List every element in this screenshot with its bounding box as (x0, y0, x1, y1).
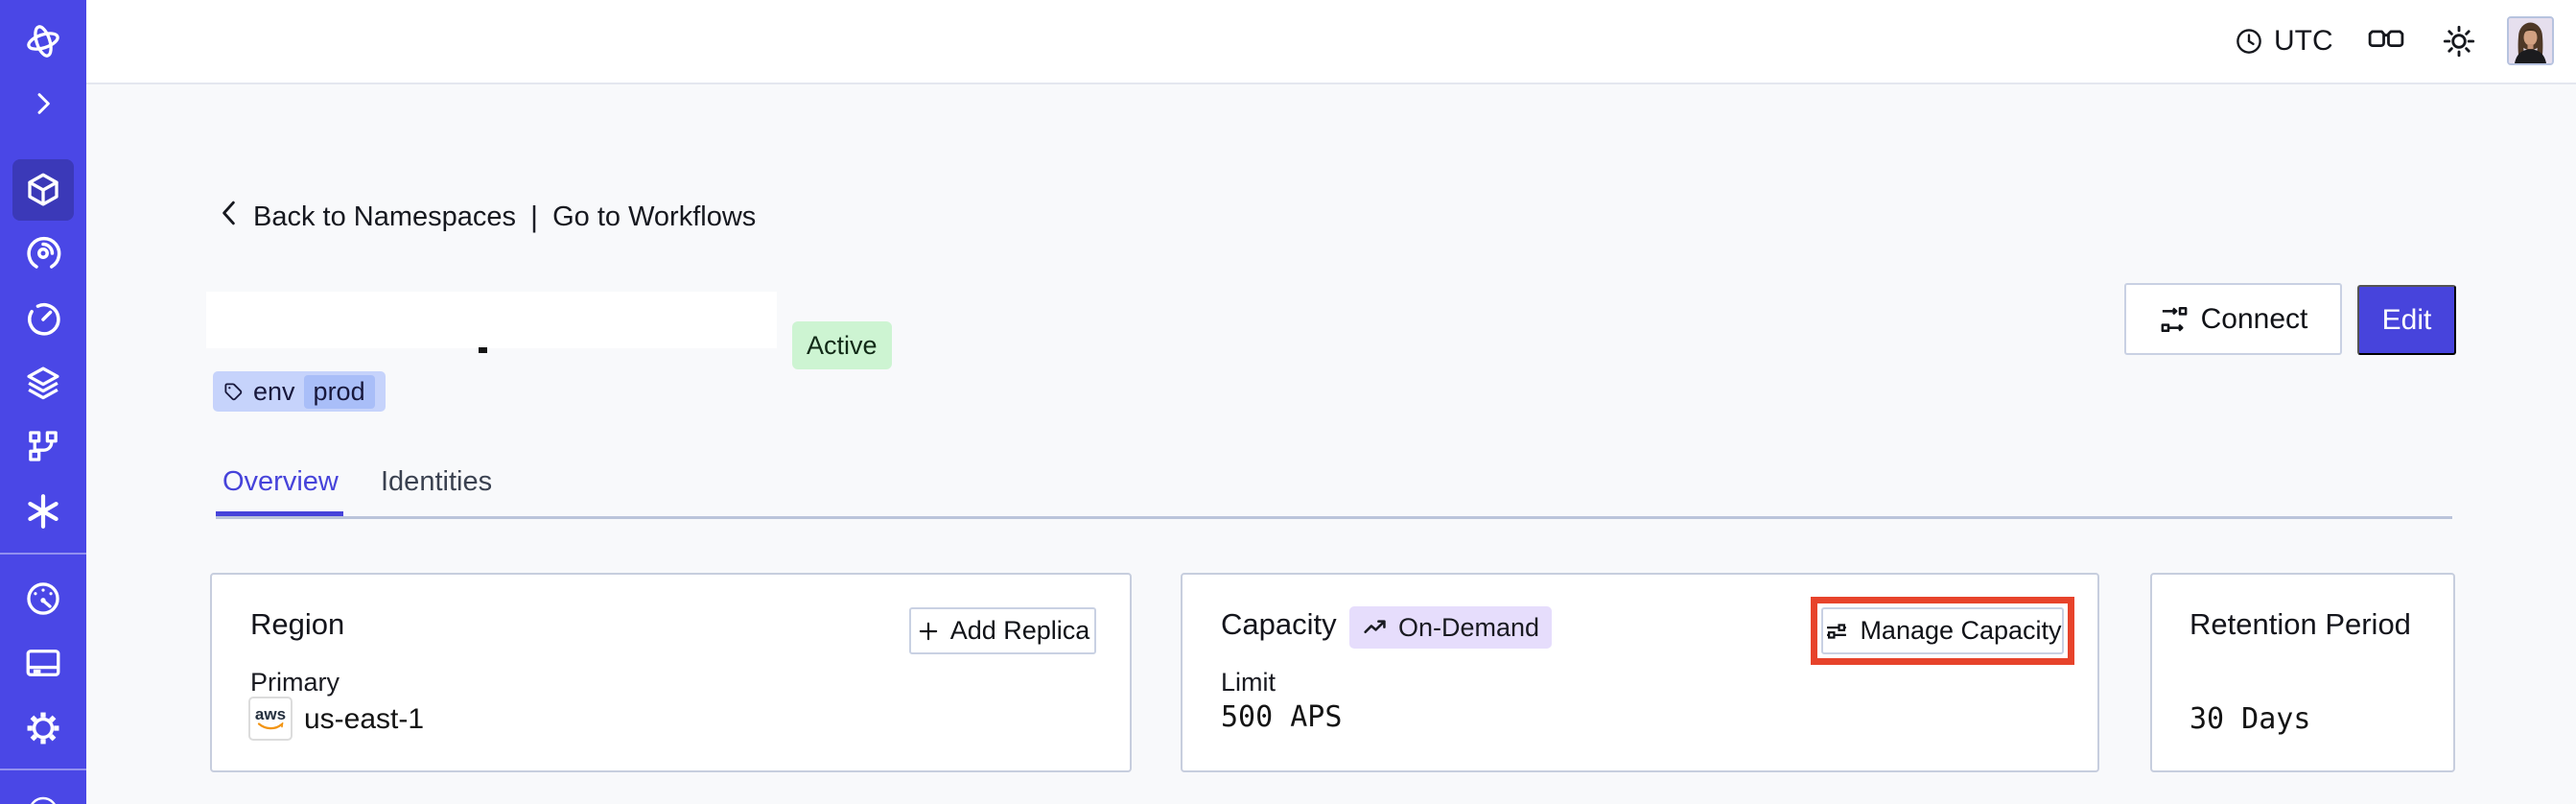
user-avatar[interactable] (2507, 16, 2554, 65)
tag-key: env (253, 376, 295, 406)
redaction-artifact (479, 347, 487, 353)
clock-icon (2236, 29, 2261, 54)
chevron-right-icon (37, 93, 50, 114)
on-demand-label: On-Demand (1398, 612, 1540, 642)
add-replica-label: Add Replica (949, 616, 1090, 645)
region-primary-label: Primary (250, 668, 340, 697)
schedules-clock-icon (28, 302, 60, 336)
plus-icon (919, 622, 937, 640)
avatar-image (2509, 18, 2552, 63)
timezone-button[interactable] (2235, 27, 2263, 60)
namespace-title-redacted (206, 292, 777, 348)
retention-card (2150, 573, 2455, 772)
edit-button-label: Edit (2381, 303, 2432, 336)
breadcrumb-back-link[interactable]: Back to Namespaces (253, 201, 517, 232)
manage-capacity-label: Manage Capacity (1860, 616, 2062, 645)
connect-button-label: Connect (2200, 302, 2308, 335)
sidebar (0, 0, 86, 804)
sidebar-item-support[interactable] (24, 791, 62, 804)
usage-gauge-icon (27, 582, 59, 615)
billing-card-icon (26, 650, 60, 676)
theme-toggle[interactable] (2442, 24, 2476, 63)
timezone-label[interactable]: UTC (2274, 25, 2333, 57)
sidebar-item-deployments[interactable] (0, 356, 86, 410)
retention-value: 30 Days (2190, 702, 2311, 736)
trending-up-icon (1364, 619, 1386, 633)
nexus-spiral-icon (27, 236, 61, 269)
status-badge-label: Active (807, 330, 878, 360)
aws-smile-icon (257, 721, 284, 729)
sidebar-divider (0, 553, 86, 555)
tab-overview[interactable]: Overview (222, 466, 339, 497)
branch-icon (29, 431, 58, 461)
sidebar-item-schedules[interactable] (0, 293, 86, 346)
sidebar-item-batch[interactable] (0, 419, 86, 473)
capacity-card-title: Capacity (1221, 607, 1337, 641)
aws-provider-chip: aws (248, 697, 293, 741)
settings-gear-icon (27, 712, 59, 745)
namespaces-cube-icon (28, 173, 59, 206)
partial-bottom-icon (31, 796, 56, 804)
on-demand-badge: On-Demand (1349, 606, 1553, 649)
sliders-icon (1827, 623, 1847, 639)
sidebar-item-settings[interactable] (0, 701, 86, 755)
sidebar-item-billing[interactable] (0, 636, 86, 690)
region-value: us-east-1 (304, 703, 425, 735)
sidebar-item-namespaces[interactable] (0, 163, 86, 217)
flow-connect-icon (2161, 306, 2188, 332)
region-card (210, 573, 1132, 772)
breadcrumb: Back to Namespaces | Go to Workflows (253, 201, 756, 233)
retention-card-title: Retention Period (2190, 607, 2411, 641)
namespace-tag-chip: env prod (213, 371, 386, 412)
back-button[interactable] (217, 198, 242, 233)
breadcrumb-separator: | (530, 200, 539, 233)
tag-icon (224, 382, 243, 400)
tag-value: prod (303, 374, 375, 409)
capacity-card (1181, 573, 2099, 772)
aws-logo: aws (254, 704, 287, 723)
tab-identities[interactable]: Identities (381, 466, 493, 497)
connect-button[interactable]: Connect (2124, 283, 2342, 355)
asterisk-icon (28, 494, 59, 529)
status-badge: Active (792, 321, 892, 369)
tab-bar-divider (216, 516, 2452, 519)
capacity-value: 500 APS (1221, 700, 1343, 734)
temporal-logo-icon (27, 25, 59, 58)
edit-button[interactable]: Edit (2357, 285, 2456, 355)
chevron-left-icon (222, 201, 235, 225)
sidebar-expand[interactable] (0, 77, 86, 130)
labs-toggle[interactable] (2367, 26, 2405, 61)
sun-icon (2443, 25, 2475, 58)
sidebar-item-usage[interactable] (0, 572, 86, 626)
breadcrumb-workflows-link[interactable]: Go to Workflows (552, 201, 757, 232)
sidebar-divider (0, 769, 86, 770)
annotation-highlight-box (1811, 597, 2074, 665)
add-replica-button[interactable]: Add Replica (909, 607, 1096, 654)
sidebar-item-nexus[interactable] (0, 226, 86, 280)
region-card-title: Region (250, 607, 345, 641)
capacity-limit-label: Limit (1221, 668, 1276, 697)
glasses-icon (2368, 30, 2404, 47)
sidebar-item-nexus-endpoints[interactable] (0, 485, 86, 538)
topbar (86, 0, 2576, 84)
sidebar-item-home[interactable] (0, 14, 86, 68)
active-tab-underline (216, 511, 343, 516)
manage-capacity-button[interactable]: Manage Capacity (1821, 607, 2064, 654)
layers-icon (27, 367, 59, 400)
